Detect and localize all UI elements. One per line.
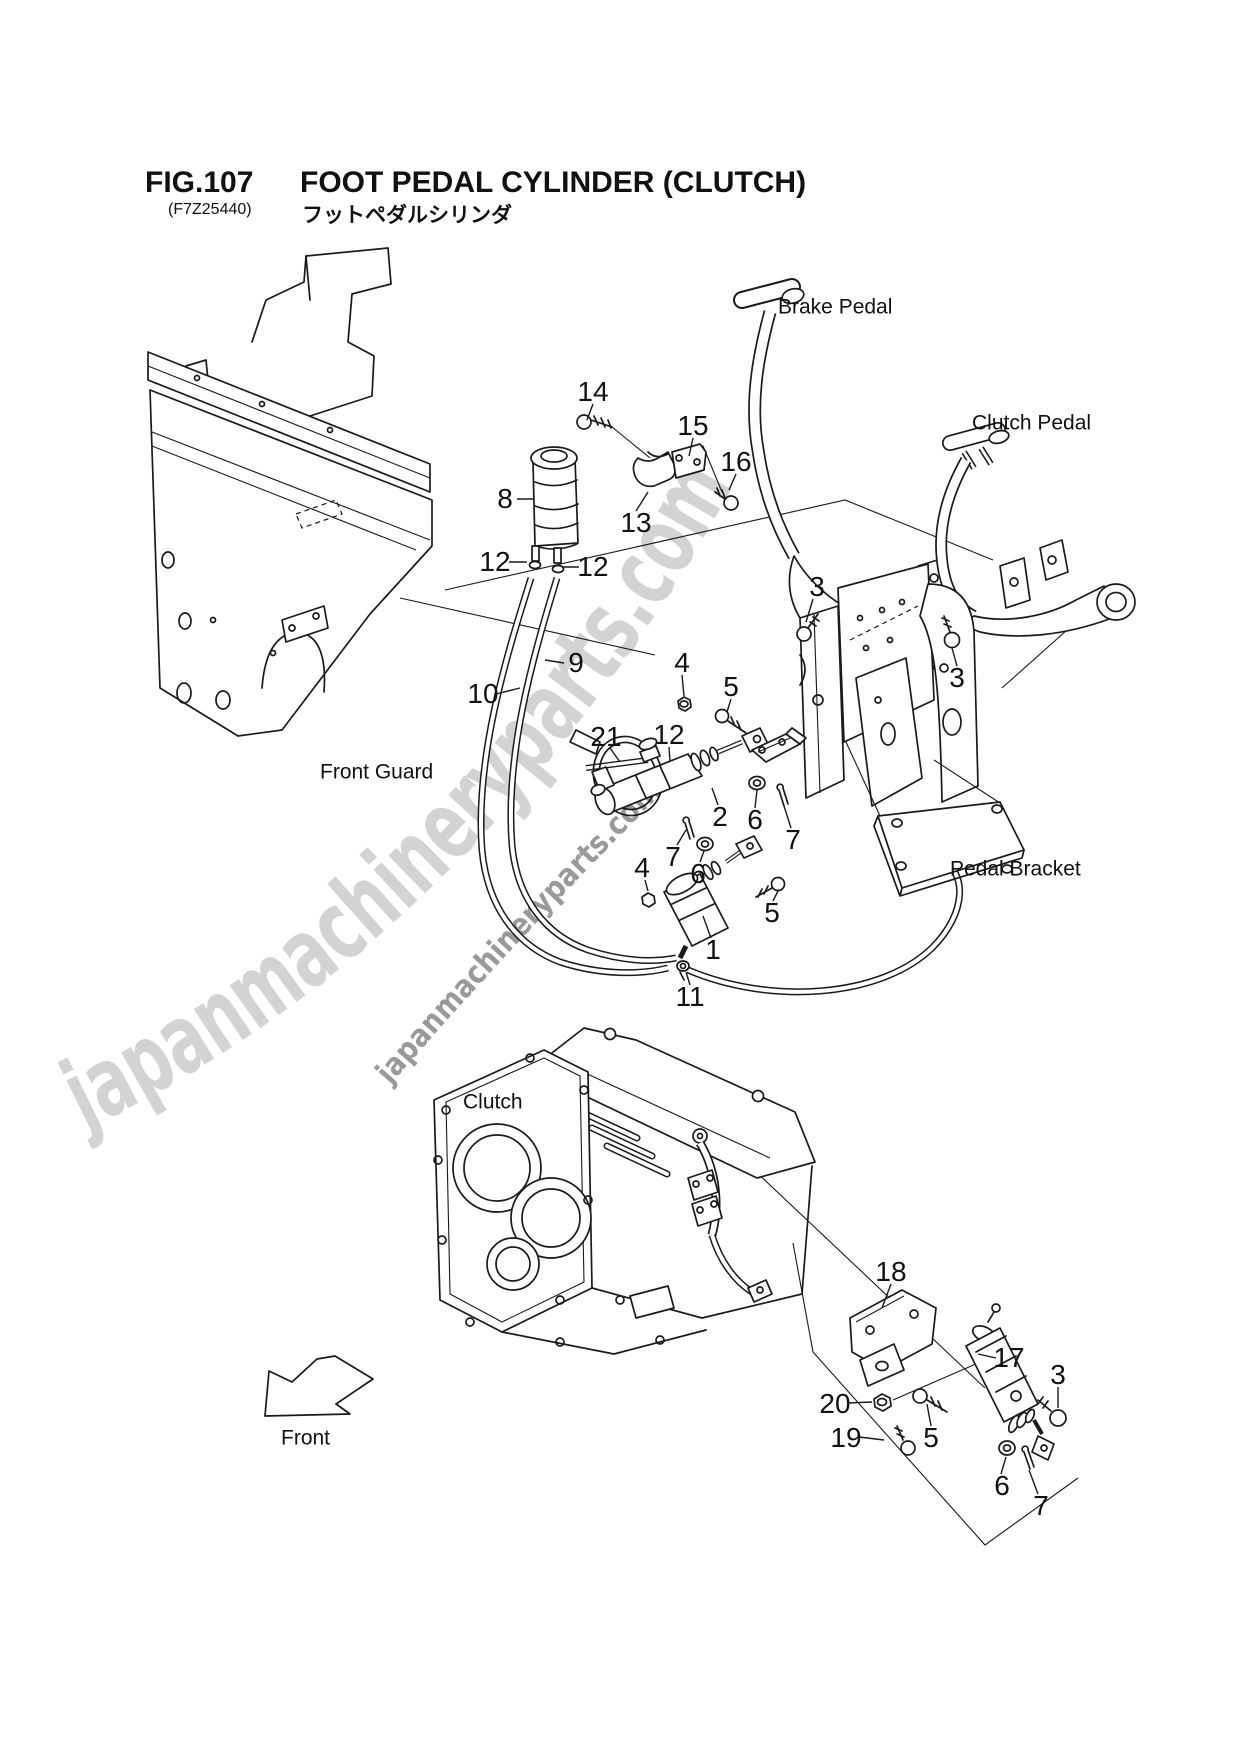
clutch-cylinder-drawing xyxy=(641,835,786,981)
part-label: Pedal Bracket xyxy=(950,857,1081,881)
part-callout-7: 7 xyxy=(785,824,801,855)
part-callout-7: 7 xyxy=(665,841,681,872)
part-label: Clutch Pedal xyxy=(972,411,1092,435)
release-cylinder-group-drawing xyxy=(849,1289,1067,1470)
part-callout-15: 15 xyxy=(677,410,709,441)
figure-title-japanese: フットペダルシリンダ xyxy=(302,204,512,227)
front-guard-drawing xyxy=(147,247,433,737)
part-callout-1: 1 xyxy=(705,934,721,965)
part-callout-14: 14 xyxy=(577,376,609,407)
figure-title: FOOT PEDAL CYLINDER (CLUTCH) xyxy=(300,166,807,199)
part-callout-3: 3 xyxy=(809,571,825,602)
master-cylinder-drawing xyxy=(569,696,807,840)
hoses-drawing xyxy=(477,576,964,996)
part-callout-5: 5 xyxy=(923,1422,939,1453)
part-callout-6: 6 xyxy=(690,858,706,889)
part-callout-13: 13 xyxy=(620,507,652,538)
part-callout-12: 12 xyxy=(479,546,511,577)
part-callout-12: 12 xyxy=(577,551,609,582)
part-callout-5: 5 xyxy=(723,671,739,702)
figure-code: (F7Z25440) xyxy=(168,201,252,218)
pedal-bracket-drawing xyxy=(796,563,1025,897)
part-callout-12: 12 xyxy=(653,719,685,750)
part-callout-9: 9 xyxy=(568,647,584,678)
part-callout-16: 16 xyxy=(720,446,752,477)
clutch-pedal-drawing xyxy=(935,422,1136,637)
front-arrow xyxy=(264,1355,374,1417)
part-callout-20: 20 xyxy=(819,1388,851,1419)
part-label: Clutch xyxy=(463,1090,523,1114)
reservoir-drawing xyxy=(528,446,579,574)
part-callout-17: 17 xyxy=(993,1342,1025,1373)
part-callout-21: 21 xyxy=(590,721,622,752)
part-callout-3: 3 xyxy=(1050,1359,1066,1390)
part-callout-6: 6 xyxy=(747,804,763,835)
part-callout-8: 8 xyxy=(497,483,513,514)
part-callout-5: 5 xyxy=(764,897,780,928)
part-callout-7: 7 xyxy=(1033,1490,1049,1521)
part-callout-10: 10 xyxy=(467,678,499,709)
figure-number: FIG.107 xyxy=(145,166,254,199)
part-label: Front Guard xyxy=(320,760,434,784)
part-callout-11: 11 xyxy=(675,981,705,1012)
part-callout-6: 6 xyxy=(994,1470,1010,1501)
part-callout-4: 4 xyxy=(634,852,650,883)
clutch-housing-drawing xyxy=(433,1027,816,1355)
leader-lines xyxy=(495,403,1059,1495)
part-callout-3: 3 xyxy=(949,662,965,693)
part-label: Front xyxy=(281,1426,331,1450)
part-callout-18: 18 xyxy=(875,1256,907,1287)
top-hardware-drawing xyxy=(576,414,739,511)
part-label: Brake Pedal xyxy=(778,295,893,319)
part-callout-4: 4 xyxy=(674,647,690,678)
part-callout-19: 19 xyxy=(830,1422,862,1453)
part-callout-2: 2 xyxy=(712,801,728,832)
